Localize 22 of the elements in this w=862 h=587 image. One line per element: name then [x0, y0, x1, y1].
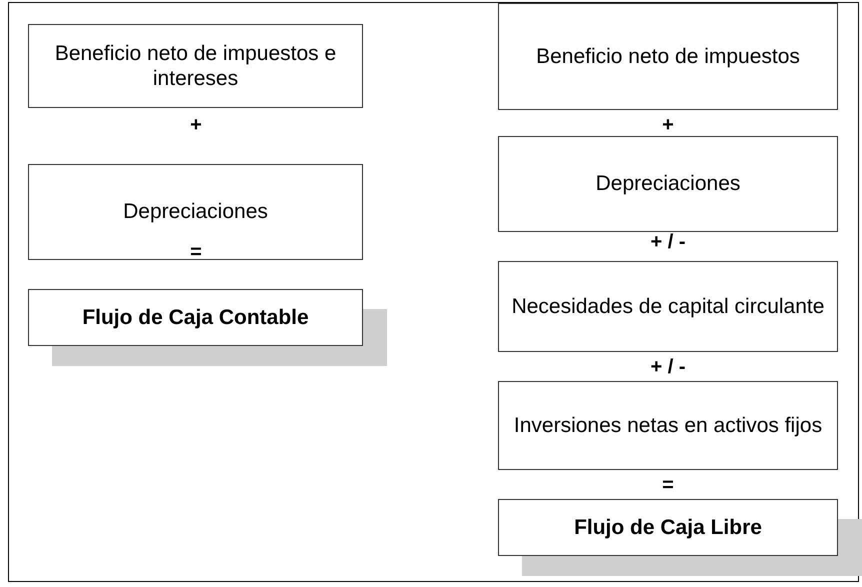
term-box — [498, 3, 838, 110]
result-text: Flujo de Caja Contable — [82, 304, 309, 330]
term-box — [498, 136, 838, 232]
result-box — [28, 289, 363, 346]
term-text: Depreciaciones — [123, 199, 268, 225]
term-text: Inversiones netas en activos fijos — [514, 412, 822, 438]
term-box — [498, 381, 838, 470]
operator-sign: = — [662, 474, 674, 497]
result-text: Flujo de Caja Libre — [574, 514, 762, 540]
term-box — [498, 261, 838, 352]
term-box — [28, 164, 363, 260]
term-text: Depreciaciones — [596, 171, 740, 197]
term-text: Beneficio neto de impuestos e intereses — [54, 40, 338, 92]
operator-sign: + — [662, 114, 674, 137]
operator-sign: + / - — [650, 231, 686, 254]
result-box — [498, 499, 838, 556]
term-box — [28, 24, 363, 108]
term-text: Beneficio neto de impuestos — [536, 44, 800, 70]
operator-sign: + / - — [650, 356, 686, 379]
operator-sign: + — [190, 114, 202, 137]
term-text: Necesidades de capital circulante — [512, 294, 824, 320]
operator-sign: = — [190, 241, 202, 264]
